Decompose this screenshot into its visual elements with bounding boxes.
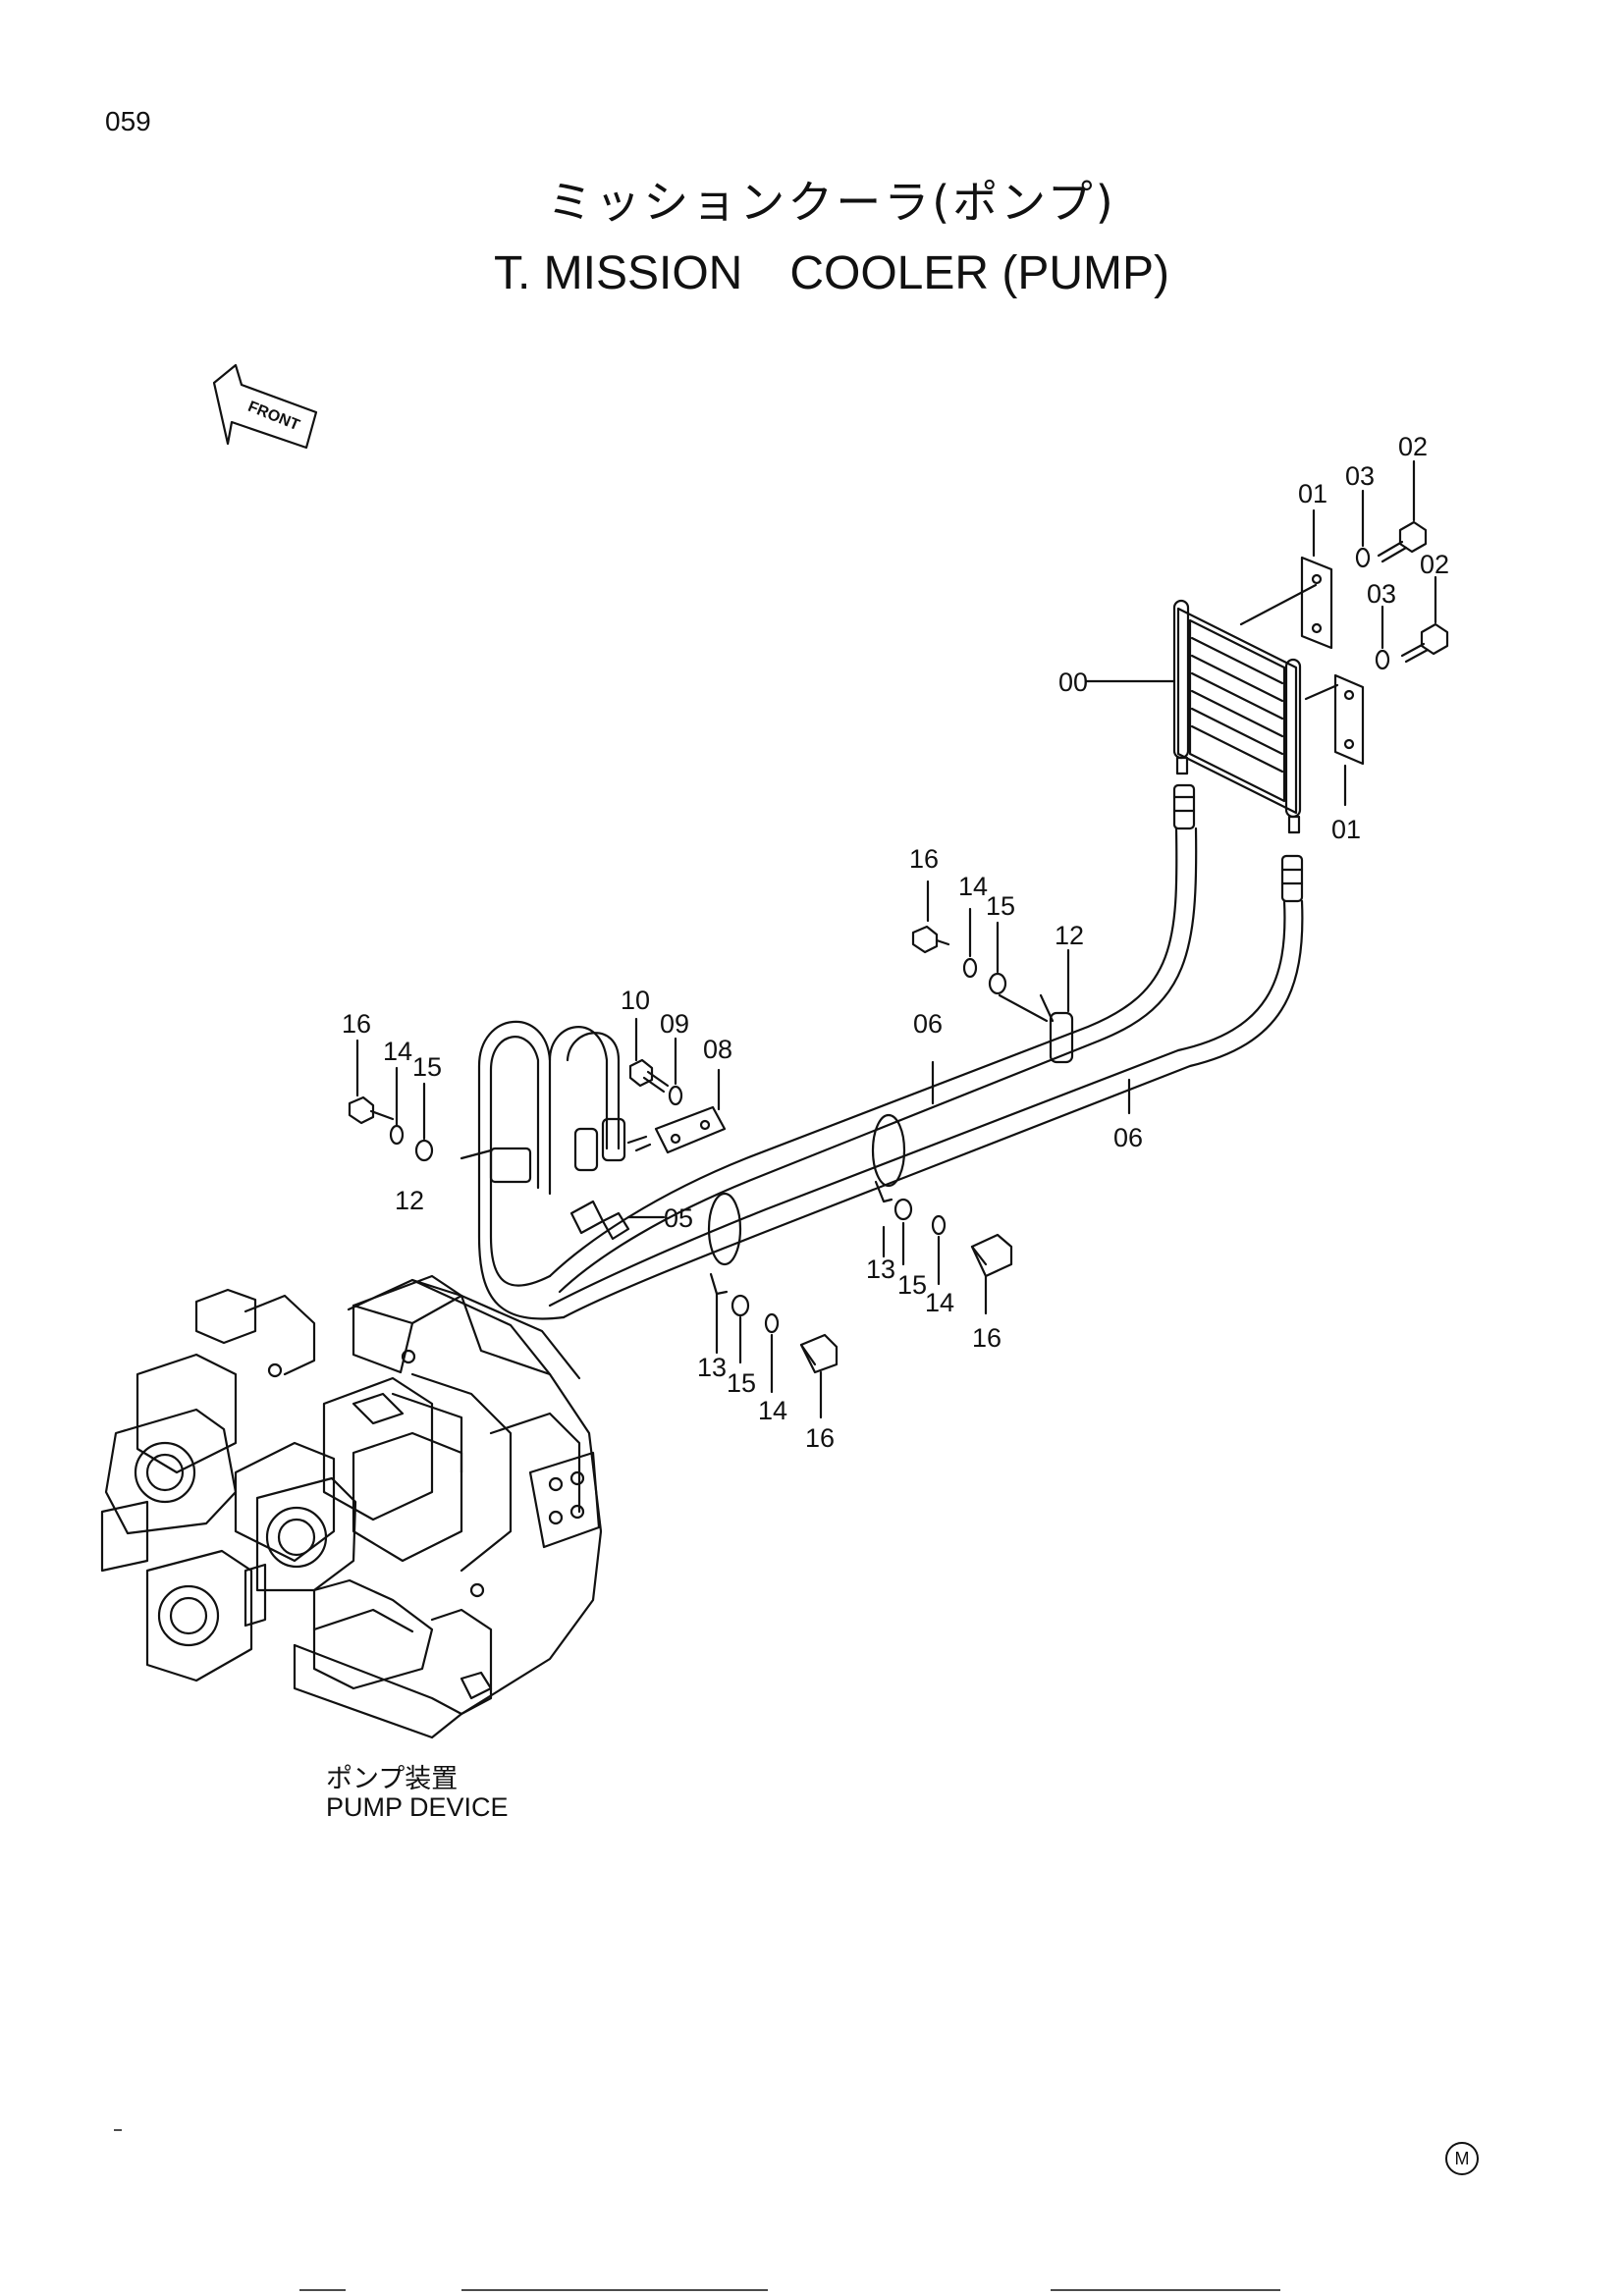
front-arrow-icon <box>212 363 318 450</box>
washer-15-lower-mid <box>893 1198 913 1221</box>
clamp-12-left <box>460 1147 532 1184</box>
callout-14-lower-mid: 14 <box>925 1288 954 1317</box>
washer-14-upper-left <box>389 1124 405 1146</box>
callout-09: 09 <box>660 1009 689 1039</box>
pump-device <box>100 1274 603 1739</box>
bolt-02-lower <box>1400 622 1449 664</box>
callout-02-lower: 02 <box>1420 550 1449 579</box>
bolt-16-upper-left <box>348 1095 395 1125</box>
washer-14-upper-mid <box>962 957 978 979</box>
washer-15-upper-left <box>414 1139 434 1162</box>
callout-16-lower-mid: 16 <box>972 1323 1001 1353</box>
callout-16-upper-mid: 16 <box>909 844 939 874</box>
bolt-16-lower-left <box>799 1333 839 1374</box>
washer-03-upper <box>1355 547 1371 568</box>
washer-14-lower-left <box>764 1312 780 1334</box>
washer-03-lower <box>1375 649 1390 670</box>
clamp-13-left <box>709 1272 729 1296</box>
circled-m-mark: M <box>1445 2142 1479 2175</box>
bolt-10 <box>628 1058 670 1094</box>
callout-14-upper-left: 14 <box>383 1037 412 1066</box>
clamp-13-mid <box>874 1180 893 1203</box>
callout-15-lower-left: 15 <box>727 1368 756 1398</box>
callout-15-upper-left: 15 <box>412 1052 442 1082</box>
washer-15-lower-left <box>731 1294 750 1317</box>
callout-15-lower-mid: 15 <box>897 1270 927 1300</box>
hose-end-fittings <box>573 1117 652 1172</box>
callout-10: 10 <box>621 986 650 1015</box>
washer-15-upper-mid <box>988 972 1007 995</box>
callout-03-upper: 03 <box>1345 461 1375 491</box>
bracket-lower <box>1333 673 1365 766</box>
title-japanese: ミッションクーラ(ポンプ) <box>547 176 1116 229</box>
callout-14-lower-left: 14 <box>758 1396 787 1425</box>
hose-fitting-left <box>1172 783 1196 830</box>
oil-cooler <box>1172 599 1302 834</box>
bracket-08 <box>654 1105 727 1154</box>
callout-08: 08 <box>703 1035 732 1064</box>
callout-12-left: 12 <box>395 1186 424 1215</box>
bolt-02-upper <box>1377 520 1428 563</box>
callout-00: 00 <box>1058 667 1088 697</box>
callout-13-left: 13 <box>697 1353 727 1382</box>
clamp-hose-left <box>707 1192 742 1266</box>
bolt-16-upper-mid <box>911 925 950 954</box>
title-english: T. MISSION COOLER (PUMP) <box>493 247 1170 299</box>
pump-device-label-english: PUMP DEVICE <box>326 1792 509 1822</box>
callout-01-lower: 01 <box>1331 815 1361 844</box>
hose-fitting-right <box>1280 854 1304 903</box>
callout-12-right: 12 <box>1055 921 1084 950</box>
bolt-16-lower-mid <box>970 1233 1013 1278</box>
washer-14-lower-mid <box>931 1214 947 1236</box>
callout-01-upper: 01 <box>1298 479 1327 508</box>
callout-13-mid: 13 <box>866 1255 895 1284</box>
bracket-upper <box>1300 556 1333 650</box>
callout-14-upper-mid: 14 <box>958 872 988 901</box>
hose-06 <box>477 827 1304 1320</box>
callout-16-upper-left: 16 <box>342 1009 371 1039</box>
callout-15-upper-mid: 15 <box>986 891 1015 921</box>
callout-16-lower-left: 16 <box>805 1423 835 1453</box>
callout-06-upper: 06 <box>913 1009 943 1039</box>
callout-02-upper: 02 <box>1398 432 1428 461</box>
callout-06-lower: 06 <box>1113 1123 1143 1152</box>
callout-05: 05 <box>664 1203 693 1233</box>
elbow-fitting-05 <box>569 1200 666 1241</box>
clamp-12-right <box>1039 993 1074 1064</box>
washer-09 <box>668 1085 683 1106</box>
clamp-hose-mid <box>871 1113 906 1188</box>
callout-03-lower: 03 <box>1367 579 1396 609</box>
page-number: 059 <box>105 106 151 136</box>
pump-device-label-japanese: ポンプ装置 <box>326 1764 459 1794</box>
